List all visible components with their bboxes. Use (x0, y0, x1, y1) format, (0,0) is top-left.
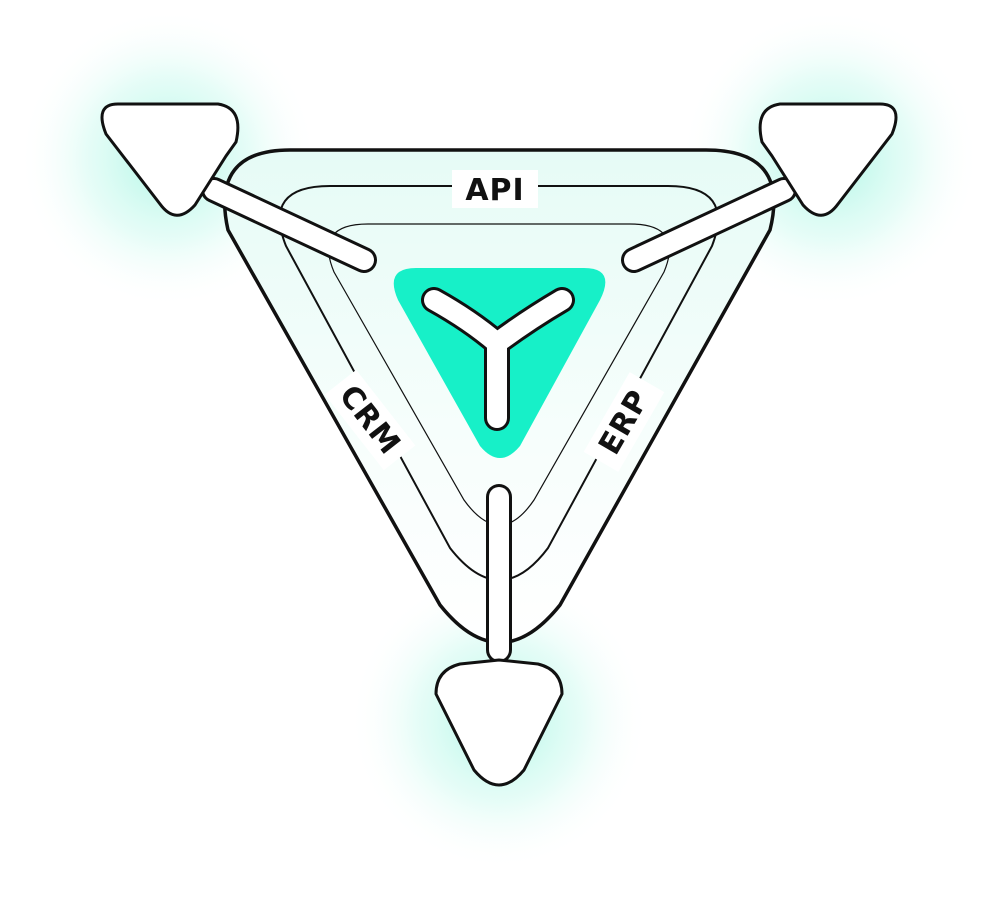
crm-label-gap (324, 369, 416, 471)
api-label-gap (452, 170, 538, 208)
arrow-top-left-icon (100, 102, 377, 273)
arrow-bottom-icon (434, 484, 564, 787)
center-node (393, 268, 606, 458)
arrow-top-right-icon (621, 102, 898, 273)
label-api: API (465, 173, 524, 208)
erp-label-gap (583, 372, 665, 472)
three-way-connector-icon (421, 287, 575, 431)
